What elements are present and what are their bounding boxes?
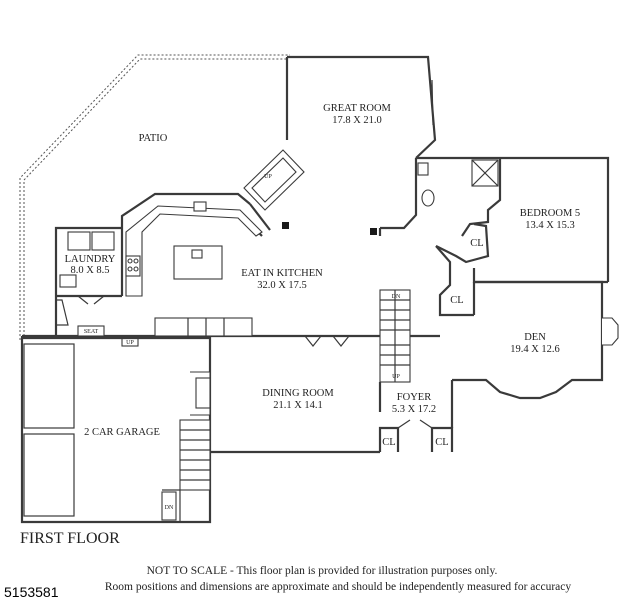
closet-label-bedroom: CL bbox=[470, 238, 483, 249]
toilet bbox=[417, 162, 429, 176]
bedroom-5-walls bbox=[416, 156, 610, 284]
doorway-marks bbox=[304, 335, 350, 347]
foyer-name: FOYER bbox=[397, 392, 431, 403]
den-walls bbox=[452, 280, 619, 400]
kitchen-name: EAT IN KITCHEN bbox=[241, 268, 323, 279]
floor-title: FIRST FLOOR bbox=[20, 530, 120, 547]
den-name: DEN bbox=[524, 332, 546, 343]
laundry-name: LAUNDRY bbox=[65, 254, 116, 265]
fireplace-label: UP bbox=[264, 174, 272, 180]
closet-label-den: CL bbox=[450, 295, 463, 306]
great-room-walls bbox=[285, 55, 437, 159]
foyer-stairs-up: UP bbox=[392, 374, 400, 380]
column-left bbox=[282, 222, 289, 229]
listing-id: 5153581 bbox=[4, 584, 59, 600]
fireplace: UP bbox=[243, 149, 305, 211]
garage-stairs-dn: DN bbox=[165, 505, 174, 511]
kitchen-dims: 32.0 X 17.5 bbox=[257, 280, 307, 291]
laundry-fixtures bbox=[56, 231, 115, 326]
great-room-dims: 17.8 X 21.0 bbox=[332, 115, 382, 126]
bedroom-5-dims: 13.4 X 15.3 bbox=[525, 220, 575, 231]
foyer-walls bbox=[378, 380, 454, 452]
foyer-stairs-dn: DN bbox=[392, 294, 401, 300]
kitchen-fixtures bbox=[125, 201, 377, 337]
dining-room-dims: 21.1 X 14.1 bbox=[273, 400, 323, 411]
garage-name: 2 CAR GARAGE bbox=[84, 427, 160, 438]
patio-outline bbox=[19, 54, 290, 340]
laundry-dims: 8.0 X 8.5 bbox=[70, 265, 109, 276]
closet-label-foyer-left: CL bbox=[382, 437, 395, 448]
patio-name: PATIO bbox=[139, 133, 168, 144]
seat-label: SEAT bbox=[84, 329, 99, 335]
great-room-name: GREAT ROOM bbox=[323, 103, 391, 114]
foyer-stairs: DN UP bbox=[379, 289, 411, 383]
up-label: UP bbox=[126, 340, 134, 346]
den-dims: 19.4 X 12.6 bbox=[510, 344, 560, 355]
dining-room-name: DINING ROOM bbox=[262, 388, 334, 399]
disclaimer-line-2: Room positions and dimensions are approx… bbox=[105, 581, 572, 593]
foyer-dims: 5.3 X 17.2 bbox=[392, 404, 436, 415]
bedroom-5-name: BEDROOM 5 bbox=[520, 208, 580, 219]
sink bbox=[421, 189, 435, 207]
closet-label-foyer-right: CL bbox=[435, 437, 448, 448]
column-right bbox=[370, 228, 377, 235]
disclaimer-line-1: NOT TO SCALE - This floor plan is provid… bbox=[147, 565, 498, 577]
garage-walls: DN bbox=[20, 336, 212, 524]
